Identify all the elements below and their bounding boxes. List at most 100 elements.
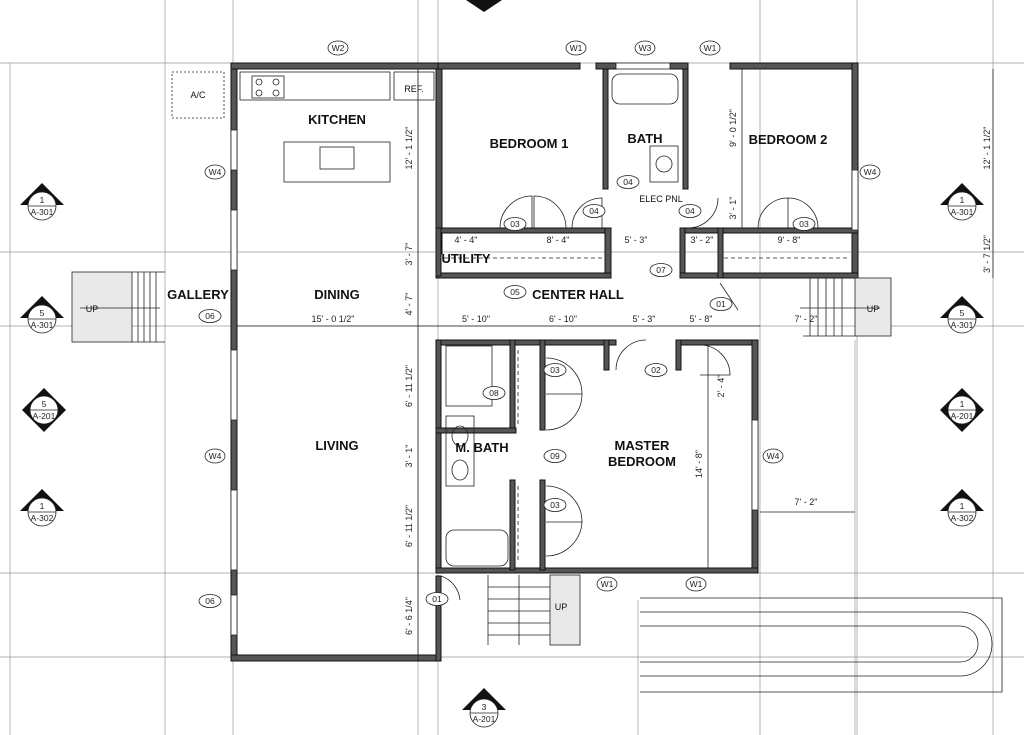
window-tag-w2: W2 — [327, 40, 349, 56]
dim-mb-depth: 14' - 8" — [694, 450, 704, 478]
bedroom1-label: BEDROOM 1 — [490, 136, 569, 151]
dim-utility-w: 4' - 4" — [455, 235, 478, 245]
svg-text:01: 01 — [432, 594, 442, 604]
stairs-bottom-up: UP — [555, 602, 568, 612]
dim-hall-w: 5' - 3" — [625, 235, 648, 245]
ramp-path — [640, 597, 1003, 693]
window-tag-w4: W4 — [762, 448, 784, 464]
ac-unit — [171, 71, 225, 119]
dim-mb-b: 3' - 1" — [404, 445, 414, 468]
svg-text:04: 04 — [685, 206, 695, 216]
svg-text:06: 06 — [205, 311, 215, 321]
svg-text:W4: W4 — [767, 451, 780, 461]
door-tag-06: 06 — [198, 594, 222, 608]
door-tag-03: 03 — [543, 363, 567, 377]
svg-text:W3: W3 — [639, 43, 652, 53]
dim-kitchen-depth: 12' - 1 1/2" — [404, 127, 414, 170]
living-label: LIVING — [315, 438, 358, 453]
dim-ac-chase: 3' - 7" — [404, 243, 414, 266]
svg-text:W1: W1 — [704, 43, 717, 53]
door-tag-08: 08 — [482, 386, 506, 400]
svg-text:09: 09 — [550, 451, 560, 461]
svg-text:A-301: A-301 — [951, 207, 974, 217]
m-bath-label: M. BATH — [455, 440, 508, 455]
svg-text:1: 1 — [40, 501, 45, 511]
dim-closet2-w: 9' - 8" — [778, 235, 801, 245]
svg-text:W4: W4 — [209, 451, 222, 461]
window-tags: W2 W1 W3 W1 W4 W4 W4 W4 W1 W1 — [204, 40, 881, 592]
svg-text:04: 04 — [623, 177, 633, 187]
section-marker-left-2: 5 A-301 — [20, 296, 64, 334]
svg-text:W4: W4 — [209, 167, 222, 177]
svg-text:1: 1 — [960, 399, 965, 409]
window-tag-w1: W1 — [565, 40, 587, 56]
dim-porch-w: 7' - 2" — [795, 314, 818, 324]
master-bedroom-label-1: MASTER — [615, 438, 671, 453]
door-tag-04: 04 — [678, 204, 702, 218]
dim-closet1-w: 8' - 4" — [547, 235, 570, 245]
door-tag-03: 03 — [503, 217, 527, 231]
elec-pnl-label: ELEC PNL — [639, 194, 683, 204]
dim-right-closet: 3' - 7 1/2" — [982, 235, 992, 273]
svg-text:08: 08 — [489, 388, 499, 398]
master-bedroom-label-2: BEDROOM — [608, 454, 676, 469]
utility-label: UTILITY — [441, 251, 490, 266]
window-tag-w3: W3 — [634, 40, 656, 56]
svg-text:03: 03 — [550, 500, 560, 510]
closet-shelves — [444, 257, 850, 562]
dim-seg2: 6' - 10" — [549, 314, 577, 324]
svg-text:A-302: A-302 — [951, 513, 974, 523]
bath-fixtures — [445, 73, 679, 567]
section-marker-left-3: 5 A-201 — [22, 388, 66, 432]
svg-text:A-302: A-302 — [31, 513, 54, 523]
svg-text:5: 5 — [960, 308, 965, 318]
svg-text:3: 3 — [482, 702, 487, 712]
section-marker-left-1: 1 A-301 — [20, 183, 64, 221]
doors — [440, 195, 819, 601]
dim-hall-depth: 4' - 7" — [404, 293, 414, 316]
window-tag-w1: W1 — [699, 40, 721, 56]
dim-mb-door: 2' - 4" — [716, 375, 726, 398]
door-tag-01: 01 — [425, 592, 449, 606]
dim-mb-c: 6' - 11 1/2" — [404, 505, 414, 547]
window-tag-w1: W1 — [685, 576, 707, 592]
bath-label: BATH — [627, 131, 662, 146]
window-tag-w4: W4 — [859, 164, 881, 180]
window-tag-w4: W4 — [204, 164, 226, 180]
bedroom2-label: BEDROOM 2 — [749, 132, 828, 147]
windows — [230, 62, 859, 636]
gallery-label: GALLERY — [167, 287, 229, 302]
kitchen-label: KITCHEN — [308, 112, 366, 127]
door-tag-06: 06 — [198, 309, 222, 323]
horizontal-dimensions: 4' - 4" 8' - 4" 5' - 3" 3' - 2" 9' - 8" … — [237, 235, 855, 513]
door-tag-04: 04 — [616, 175, 640, 189]
window-tag-w4: W4 — [204, 448, 226, 464]
dim-bath-depth: 9' - 0 1/2" — [728, 109, 738, 147]
svg-text:A-301: A-301 — [951, 320, 974, 330]
svg-text:A-201: A-201 — [473, 714, 496, 724]
sink-icon — [319, 146, 355, 170]
svg-text:5: 5 — [42, 399, 47, 409]
master-tub-icon — [445, 529, 509, 567]
svg-text:5: 5 — [40, 308, 45, 318]
svg-text:A-301: A-301 — [31, 320, 54, 330]
dim-seg1: 5' - 10" — [462, 314, 490, 324]
svg-text:03: 03 — [550, 365, 560, 375]
svg-text:07: 07 — [656, 265, 666, 275]
svg-text:A-201: A-201 — [951, 411, 974, 421]
section-marker-left-4: 1 A-302 — [20, 489, 64, 527]
svg-text:02: 02 — [651, 365, 661, 375]
door-tag-09: 09 — [543, 449, 567, 463]
svg-text:1: 1 — [960, 195, 965, 205]
svg-text:04: 04 — [589, 206, 599, 216]
svg-text:01: 01 — [716, 299, 726, 309]
stairs-right — [800, 277, 892, 337]
stairs-left-up: UP — [86, 304, 99, 314]
door-tag-03: 03 — [543, 498, 567, 512]
svg-text:W4: W4 — [864, 167, 877, 177]
svg-text:W2: W2 — [332, 43, 345, 53]
svg-text:A-201: A-201 — [33, 411, 56, 421]
kitchen-island — [283, 141, 391, 183]
door-tag-01: 01 — [709, 297, 733, 311]
